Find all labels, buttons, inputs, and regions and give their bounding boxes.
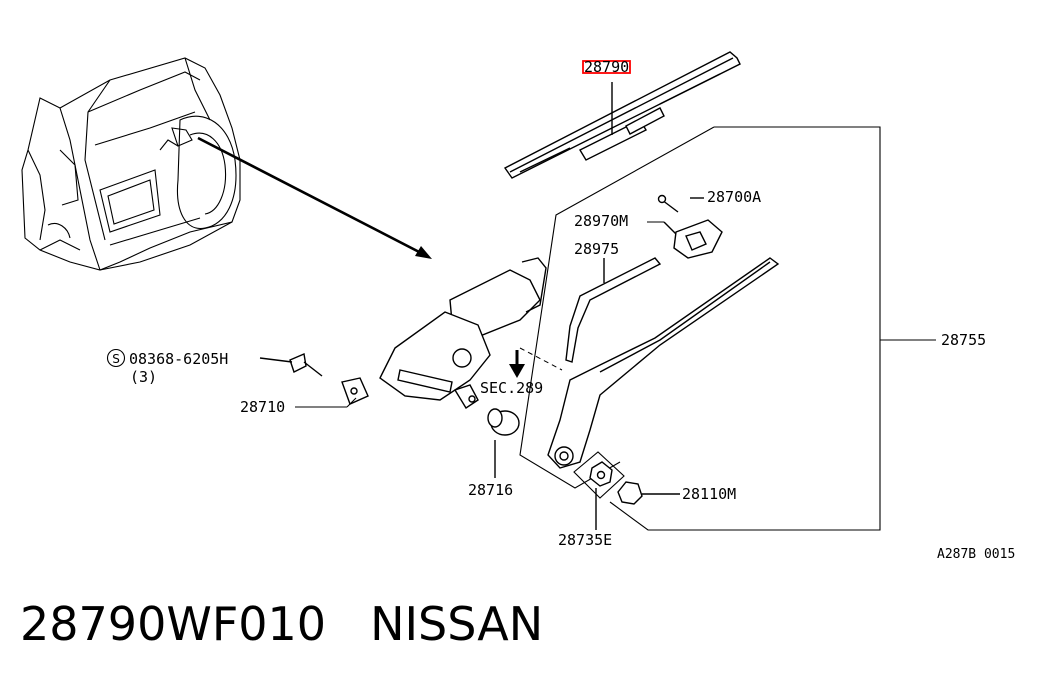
- label-section: SEC.289: [480, 379, 543, 397]
- label-arm-assembly: 28755: [941, 331, 986, 349]
- wiper-blade: [503, 51, 741, 179]
- wiper-motor-28710: [341, 257, 547, 409]
- svg-text:S: S: [112, 352, 120, 366]
- label-nut: 28735E: [558, 531, 612, 549]
- nut-28735e: [589, 461, 613, 530]
- vehicle-rear-illustration: [21, 57, 241, 271]
- label-bolt: 08368-6205H: [129, 350, 228, 368]
- arm-rubber-28975: [565, 257, 662, 363]
- figure-code: A287B 0015: [937, 547, 1015, 562]
- wiper-arm-28755: [547, 257, 780, 469]
- pivot-cap-28970m: [663, 219, 723, 259]
- cap-bolt-28700a: [657, 194, 704, 213]
- footer-part-number: 28790WF010: [20, 597, 327, 651]
- nut-box: [573, 451, 625, 499]
- screw-symbol-icon: [106, 348, 126, 368]
- label-arm-part: 28975: [574, 240, 619, 258]
- grommet-28716: [487, 408, 520, 478]
- pointer-arrowhead: [415, 246, 432, 259]
- label-cap: 28700A: [707, 188, 761, 206]
- assembly-bracket: [519, 126, 936, 531]
- blade-highlight-box: [582, 60, 631, 74]
- footer-caption: 28790WF010 NISSAN: [20, 597, 587, 651]
- bolt-08368: [259, 353, 323, 377]
- label-cap-nut: 28110M: [682, 485, 736, 503]
- cap-nut-28110m: [617, 481, 680, 505]
- pointer-arrow: [197, 136, 426, 257]
- label-motor: 28710: [240, 398, 285, 416]
- label-pivot-cap: 28970M: [574, 212, 628, 230]
- label-blade: 28790: [584, 58, 629, 76]
- footer-brand: NISSAN: [370, 597, 544, 651]
- label-grommet: 28716: [468, 481, 513, 499]
- label-bolt-qty: (3): [130, 368, 157, 386]
- section-arrow: [509, 347, 563, 378]
